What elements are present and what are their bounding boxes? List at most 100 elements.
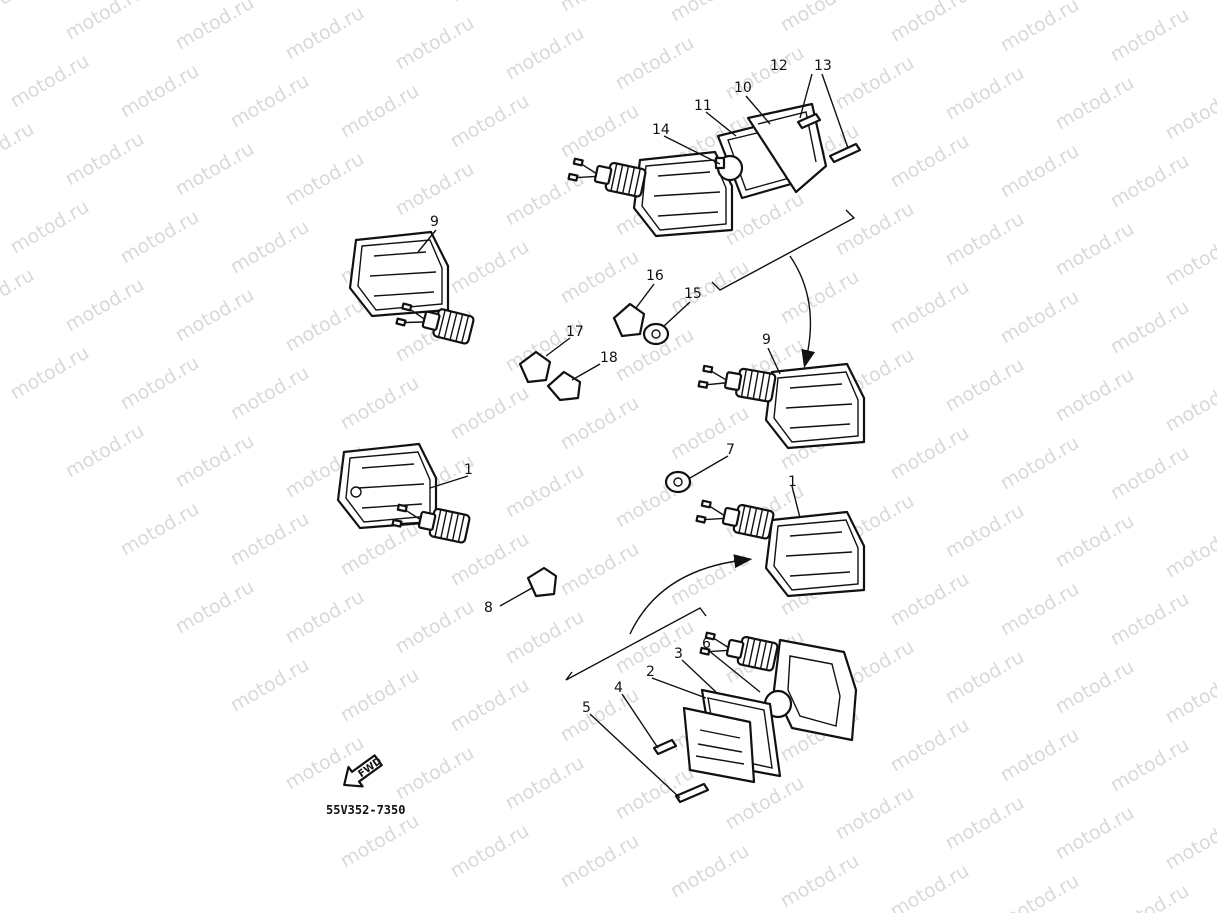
watermark-text: motod.ru xyxy=(0,0,38,34)
watermark-text: motod.ru xyxy=(942,646,1028,709)
watermark-text: motod.ru xyxy=(887,860,973,913)
watermark-text: motod.ru xyxy=(887,422,973,485)
watermark-text: motod.ru xyxy=(887,0,973,46)
watermark-text: motod.ru xyxy=(117,206,203,269)
watermark-text: motod.ru xyxy=(997,578,1083,641)
watermark-text: motod.ru xyxy=(832,198,918,261)
watermark-text: motod.ru xyxy=(337,810,423,873)
watermark-text: motod.ru xyxy=(172,430,258,493)
watermark-text: motod.ru xyxy=(337,80,423,143)
watermark-text: motod.ru xyxy=(557,538,643,601)
watermark-text: motod.ru xyxy=(502,22,588,85)
turn-signal-assembly-lower-left xyxy=(336,442,472,545)
watermark-text: motod.ru xyxy=(1052,218,1138,281)
diagram-part-number: 55V352-7350 xyxy=(326,803,405,817)
watermark-text: motod.ru xyxy=(557,100,643,163)
watermark-text: motod.ru xyxy=(227,654,313,717)
watermark-text: motod.ru xyxy=(1107,588,1193,651)
watermark-text: motod.ru xyxy=(667,548,753,611)
watermark-text: motod.ru xyxy=(667,0,753,26)
watermark-text: motod.ru xyxy=(282,294,368,357)
watermark-text: motod.ru xyxy=(557,0,643,16)
watermark-text: motod.ru xyxy=(997,432,1083,495)
watermark-text: motod.ru xyxy=(997,0,1083,56)
watermark-text: motod.ru xyxy=(997,870,1083,913)
watermark-text: motod.ru xyxy=(62,420,148,483)
watermark-text: motod.ru xyxy=(447,820,533,883)
callout-1-left: 1 xyxy=(464,462,473,478)
watermark-text: motod.ru xyxy=(502,460,588,523)
callout-6: 6 xyxy=(702,636,711,652)
watermark-text: motod.ru xyxy=(1052,656,1138,719)
callout-14: 14 xyxy=(652,122,670,138)
watermark-text: motod.ru xyxy=(392,158,478,221)
callout-2: 2 xyxy=(646,664,655,680)
watermark-text: motod.ru xyxy=(777,266,863,329)
watermark-text: motod.ru xyxy=(502,752,588,815)
watermark-text: motod.ru xyxy=(392,12,478,75)
watermark-text: motod.ru xyxy=(997,286,1083,349)
watermark-text: motod.ru xyxy=(667,402,753,465)
callout-16: 16 xyxy=(646,268,664,284)
watermark-text: motod.ru xyxy=(1052,72,1138,135)
watermark-text: motod.ru xyxy=(282,586,368,649)
watermark-text: motod.ru xyxy=(447,90,533,153)
watermark-text: motod.ru xyxy=(997,724,1083,787)
watermark-text: motod.ru xyxy=(557,830,643,893)
watermark-text: motod.ru xyxy=(777,0,863,36)
watermark-text: motod.ru xyxy=(447,0,533,6)
watermark-text: motod.ru xyxy=(0,264,38,327)
grommets-and-nuts xyxy=(518,302,692,598)
watermark-text: motod.ru xyxy=(227,362,313,425)
watermark-text: motod.ru xyxy=(447,382,533,445)
watermark-text: motod.ru xyxy=(117,498,203,561)
watermark-text: motod.ru xyxy=(172,576,258,639)
watermark-text: motod.ru xyxy=(942,354,1028,417)
watermark-text: motod.ru xyxy=(722,188,808,251)
callout-8: 8 xyxy=(484,600,493,616)
watermark-text: motod.ru xyxy=(282,2,368,65)
watermark-text: motod.ru xyxy=(62,128,148,191)
callout-10: 10 xyxy=(734,80,752,96)
turn-signal-exploded-bottom xyxy=(652,627,858,804)
watermark-text: motod.ru xyxy=(392,596,478,659)
watermark-text: motod.ru xyxy=(722,772,808,835)
watermark-text: motod.ru xyxy=(612,32,698,95)
watermark-text: motod.ru xyxy=(887,130,973,193)
watermark-text: motod.ru xyxy=(1162,374,1217,437)
watermark-text: motod.ru xyxy=(1107,442,1193,505)
callout-13: 13 xyxy=(814,58,832,74)
watermark-text: motod.ru xyxy=(1162,666,1217,729)
watermark-text: motod.ru xyxy=(557,684,643,747)
watermark-text: motod.ru xyxy=(942,792,1028,855)
watermark-text: motod.ru xyxy=(282,148,368,211)
watermark-text: motod.ru xyxy=(1107,296,1193,359)
watermark-text: motod.ru xyxy=(172,284,258,347)
watermark-text: motod.ru xyxy=(62,274,148,337)
watermark-text: motod.ru xyxy=(0,118,38,181)
callout-5: 5 xyxy=(582,700,591,716)
watermark-text: motod.ru xyxy=(1162,520,1217,583)
callout-9-left: 9 xyxy=(430,214,439,230)
callout-12: 12 xyxy=(770,58,788,74)
watermark-text: motod.ru xyxy=(1107,150,1193,213)
watermark-text: motod.ru xyxy=(1107,734,1193,797)
callout-1-right: 1 xyxy=(788,474,797,490)
watermark-text: motod.ru xyxy=(887,568,973,631)
watermark-text: motod.ru xyxy=(667,256,753,319)
watermark-text: motod.ru xyxy=(942,500,1028,563)
callout-4: 4 xyxy=(614,680,623,696)
callout-numbers: 9 12 13 10 11 14 16 15 17 18 9 7 1 1 8 2… xyxy=(430,58,832,716)
watermark-text: motod.ru xyxy=(777,850,863,913)
watermark-text: motod.ru xyxy=(392,742,478,805)
watermark-text: motod.ru xyxy=(1162,812,1217,875)
watermark-text: motod.ru xyxy=(7,196,93,259)
watermark-text: motod.ru xyxy=(942,62,1028,125)
watermark-text: motod.ru xyxy=(447,236,533,299)
callout-18: 18 xyxy=(600,350,618,366)
assembly-brackets xyxy=(565,209,856,681)
callout-15: 15 xyxy=(684,286,702,302)
watermark-text: motod.ru xyxy=(1107,880,1193,913)
